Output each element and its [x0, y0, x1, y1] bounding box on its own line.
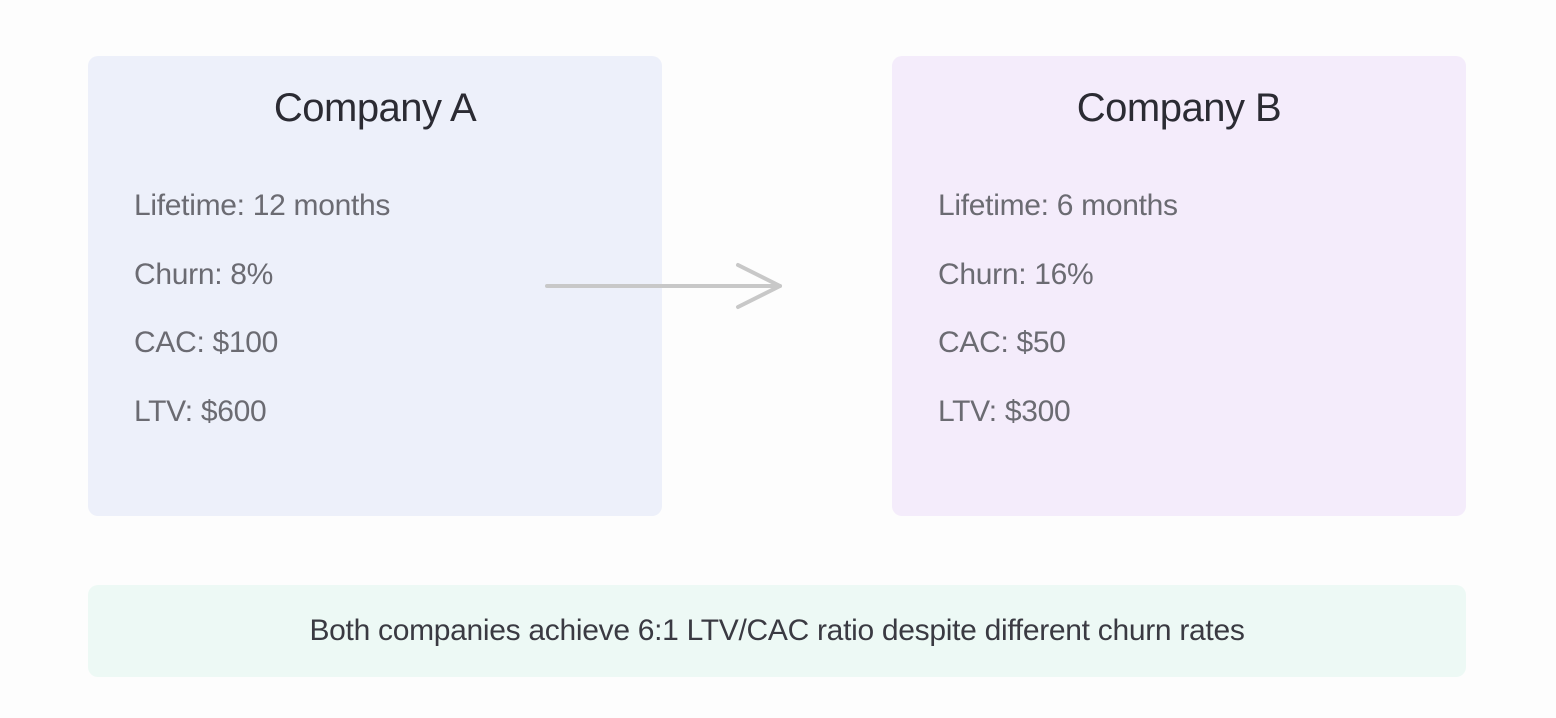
company-a-cac: CAC: $100 [134, 326, 279, 359]
company-a-churn: Churn: 8% [134, 258, 274, 291]
company-a-ltv: LTV: $600 [134, 395, 267, 428]
company-a-card: Company A Lifetime: 12 months Churn: 8% … [88, 56, 662, 516]
company-b-churn: Churn: 16% [938, 258, 1094, 291]
company-b-lifetime: Lifetime: 6 months [938, 189, 1178, 222]
company-a-title: Company A [273, 86, 477, 130]
company-a-lifetime: Lifetime: 12 months [134, 189, 391, 222]
summary-banner: Both companies achieve 6:1 LTV/CAC ratio… [88, 585, 1466, 677]
company-b-title: Company B [1076, 86, 1282, 130]
arrow-head [736, 263, 782, 309]
company-b-cac: CAC: $50 [938, 326, 1066, 359]
summary-text: Both companies achieve 6:1 LTV/CAC ratio… [309, 614, 1245, 647]
company-b-card: Company B Lifetime: 6 months Churn: 16% … [892, 56, 1466, 516]
company-b-ltv: LTV: $300 [938, 395, 1071, 428]
